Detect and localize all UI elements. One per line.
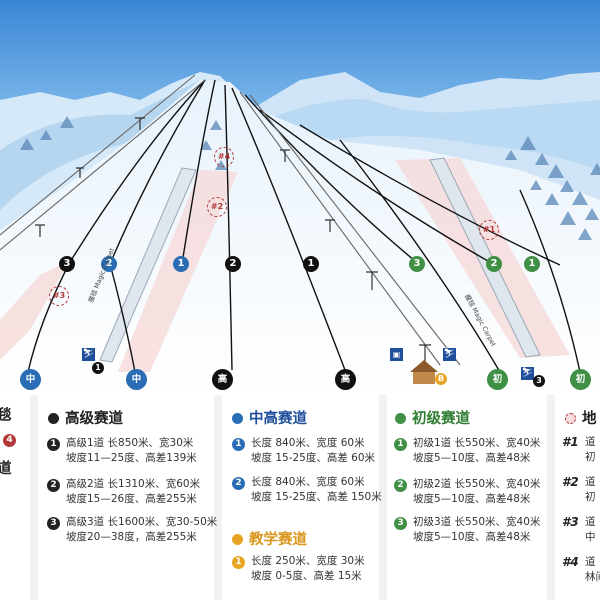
lift-sign-icon: ▣: [390, 348, 403, 361]
advanced-row-1-line2: 坡度11—25度、高差139米: [66, 452, 197, 464]
beginner-title-text: 初级赛道: [412, 411, 470, 427]
zone-3: [0, 260, 70, 360]
base-marker-beginner[interactable]: 初: [570, 369, 591, 390]
advanced-row-2-num: 2: [47, 479, 60, 492]
legend-beginner: 初级赛道 1 初级1道 长550米、宽40米 坡度5—10度、高差48米 2 初…: [387, 393, 547, 600]
terrain-row-3-num: #3: [562, 515, 579, 529]
terrain-row-1-line2: 初: [585, 451, 596, 463]
advanced-row-1-num: 1: [47, 438, 60, 451]
intermediate-color-dot: [232, 413, 243, 424]
advanced-row-3-line1: 高级3道 长1600米、宽30-50米: [66, 516, 218, 528]
legend-terrain-partial: 地 #1 道 初 #2 道 初 #3 道 中 #4 道 林间: [555, 393, 600, 600]
legend-advanced: 高级赛道 1 高级1道 长850米、宽30米 坡度11—25度、高差139米 2…: [38, 393, 218, 600]
terrain-row-4-line2: 林间: [585, 571, 600, 583]
advanced-row-3-line2: 坡度20—38度，高差255米: [66, 531, 197, 543]
magic-carpet-2: [429, 157, 541, 358]
trail-lines: [27, 79, 581, 373]
beginner-color-dot: [395, 413, 406, 424]
area-label-1[interactable]: #1: [479, 220, 499, 240]
intermediate-title-text: 中高赛道: [249, 411, 307, 427]
base-marker-advanced[interactable]: 高: [335, 369, 356, 390]
terrain-row-1-num: #1: [562, 435, 579, 449]
area-label-3[interactable]: #3: [49, 286, 69, 306]
beginner-row-1-num: 1: [394, 438, 407, 451]
trail-marker-advanced-3[interactable]: 3: [59, 256, 75, 272]
trail-marker-beginner-3[interactable]: 3: [409, 256, 425, 272]
terrain-row-2-line1: 道: [585, 476, 596, 488]
badge-b: B: [435, 373, 447, 385]
teaching-row-1-num: 1: [232, 556, 245, 569]
advanced-row-2-line1: 高级2道 长1310米、宽60米: [66, 478, 201, 490]
advanced-title-text: 高级赛道: [65, 411, 123, 427]
legend-partial-badge: 4: [3, 434, 16, 447]
legend-teaching-title: 教学赛道: [232, 528, 307, 549]
lodge-icon: [410, 360, 438, 384]
badge-1: 1: [92, 362, 104, 374]
terrain-color-dot: [565, 413, 576, 424]
beginner-row-2-line2: 坡度5—10度、高差48米: [413, 493, 531, 505]
terrain-row-4-num: #4: [562, 555, 579, 569]
beginner-row-3-num: 3: [394, 517, 407, 530]
terrain-row-2-num: #2: [562, 475, 579, 489]
legend-partial-text: 毯: [0, 408, 12, 424]
terrain-row-2-line2: 初: [585, 491, 596, 503]
trail-marker-intermediate-2[interactable]: 2: [101, 256, 117, 272]
intermediate-row-1-line2: 坡度 15-25度、高差 60米: [251, 452, 376, 464]
base-marker-advanced[interactable]: 高: [212, 369, 233, 390]
intermediate-row-2-line1: 长度 840米、宽度 60米: [251, 476, 365, 488]
skier-sign-icon: ⛷: [521, 367, 534, 380]
teaching-row-1-line2: 坡度 0-5度、高差 15米: [251, 570, 362, 582]
intermediate-row-2-num: 2: [232, 477, 245, 490]
legend-terrain-title: 地: [565, 407, 597, 428]
intermediate-row-1-line1: 长度 840米、宽度 60米: [251, 437, 365, 449]
trail-marker-beginner-2[interactable]: 2: [486, 256, 502, 272]
trail-marker-advanced-2[interactable]: 2: [225, 256, 241, 272]
terrain-title-text: 地: [582, 411, 597, 427]
legend-advanced-title: 高级赛道: [48, 407, 123, 428]
advanced-row-1-line1: 高级1道 长850米、宽30米: [66, 437, 194, 449]
trees: [20, 116, 600, 240]
area-label-4[interactable]: #4: [214, 147, 234, 167]
beginner-row-2-line1: 初级2道 长550米、宽40米: [413, 478, 541, 490]
terrain-row-3-line1: 道: [585, 516, 596, 528]
beginner-row-1-line2: 坡度5—10度、高差48米: [413, 452, 531, 464]
trail-marker-beginner-1[interactable]: 1: [524, 256, 540, 272]
legend-intermediate-title: 中高赛道: [232, 407, 307, 428]
ski-resort-map: [0, 0, 600, 395]
lift-lines: [0, 74, 461, 366]
intermediate-row-2-line2: 坡度 15-25度、高差 150米: [251, 491, 382, 503]
beginner-row-3-line1: 初级3道 长550米、宽40米: [413, 516, 541, 528]
skier-sign-icon: ⛷: [82, 348, 95, 361]
legend-beginner-title: 初级赛道: [395, 407, 470, 428]
base-marker-intermediate[interactable]: 中: [20, 369, 41, 390]
teaching-title-text: 教学赛道: [249, 532, 307, 548]
skier-sign-icon: ⛷: [443, 348, 456, 361]
legend-column-partial-left: 毯 4 道: [0, 393, 30, 600]
base-marker-beginner[interactable]: 初: [487, 369, 508, 390]
lift-towers: [35, 117, 431, 361]
teaching-row-1-line1: 长度 250米、宽度 30米: [251, 555, 365, 567]
terrain-row-3-line2: 中: [585, 531, 596, 543]
badge-3: 3: [533, 375, 545, 387]
teaching-color-dot: [232, 534, 243, 545]
terrain-row-1-line1: 道: [585, 436, 596, 448]
beginner-row-3-line2: 坡度5—10度、高差48米: [413, 531, 531, 543]
beginner-row-2-num: 2: [394, 479, 407, 492]
trail-marker-intermediate-1[interactable]: 1: [173, 256, 189, 272]
advanced-row-3-num: 3: [47, 517, 60, 530]
magic-carpet-1: [99, 167, 197, 363]
advanced-row-2-line2: 坡度15—26度、高差255米: [66, 493, 197, 505]
beginner-row-1-line1: 初级1道 长550米、宽40米: [413, 437, 541, 449]
terrain-row-4-line1: 道: [585, 556, 596, 568]
advanced-color-dot: [48, 413, 59, 424]
intermediate-row-1-num: 1: [232, 438, 245, 451]
legend-partial-text: 道: [0, 461, 12, 477]
area-label-2[interactable]: #2: [207, 197, 227, 217]
legend-intermediate: 中高赛道 1 长度 840米、宽度 60米 坡度 15-25度、高差 60米 2…: [222, 393, 382, 600]
base-marker-intermediate[interactable]: 中: [126, 369, 147, 390]
trail-marker-advanced-1[interactable]: 1: [303, 256, 319, 272]
